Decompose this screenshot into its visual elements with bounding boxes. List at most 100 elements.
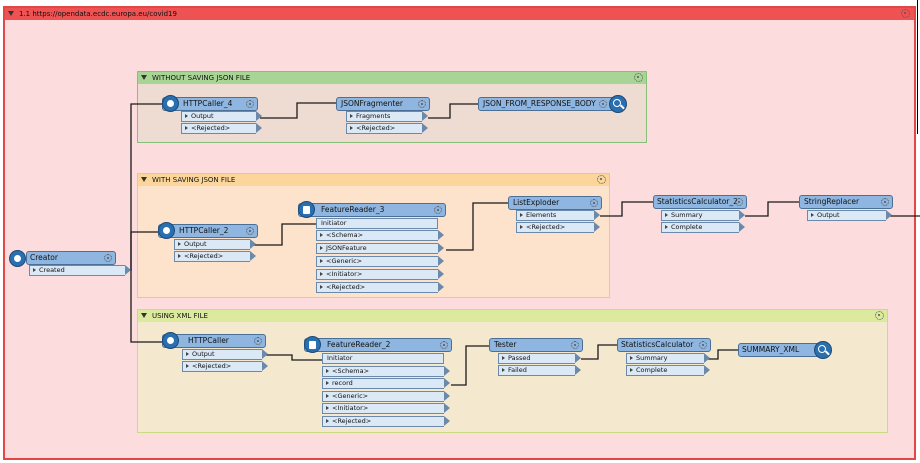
wire-creator-httpcaller bbox=[127, 269, 162, 343]
httpcaller-port-output[interactable]: Output bbox=[182, 349, 268, 360]
stringreplacer-gear-icon[interactable] bbox=[881, 198, 889, 206]
json-inspector-header[interactable]: JSON_FROM_RESPONSE_BODY bbox=[478, 97, 618, 111]
httpcaller4-transformer[interactable]: HTTPCaller_4 Output <Rejected> bbox=[162, 95, 262, 137]
statscalc2-gear-icon[interactable] bbox=[735, 198, 743, 206]
stringreplacer-port-output[interactable]: Output bbox=[807, 210, 892, 221]
statscalc-port-summary[interactable]: Summary bbox=[626, 353, 710, 364]
featurereader2-name: FeatureReader_2 bbox=[327, 340, 391, 349]
listexploder-transformer[interactable]: ListExploder Elements <Rejected> bbox=[508, 196, 604, 236]
httpcaller4-header[interactable]: HTTPCaller_4 bbox=[162, 97, 258, 111]
httpcaller4-port-rejected[interactable]: <Rejected> bbox=[181, 123, 262, 134]
creator-header[interactable]: Creator bbox=[26, 251, 116, 265]
jsonfragmenter-transformer[interactable]: JSONFragmenter Fragments <Rejected> bbox=[336, 97, 432, 137]
httpcaller-port-rejected[interactable]: <Rejected> bbox=[182, 361, 268, 372]
httpcaller4-gear-icon[interactable] bbox=[246, 100, 254, 108]
featurereader2-transformer[interactable]: FeatureReader_2 Initiator <Schema> recor… bbox=[304, 336, 454, 430]
featurereader2-gear-icon[interactable] bbox=[440, 341, 448, 349]
featurereader3-gear-icon[interactable] bbox=[434, 206, 442, 214]
bookmark-xml-gear-icon[interactable] bbox=[875, 311, 884, 320]
jsonfragmenter-gear-icon[interactable] bbox=[418, 100, 426, 108]
reader-icon bbox=[298, 201, 315, 218]
collapse-arrow-icon[interactable] bbox=[141, 313, 147, 318]
statscalc2-header[interactable]: StatisticsCalculator_2 bbox=[653, 195, 747, 209]
summary-inspector[interactable]: SUMMARY_XML bbox=[738, 340, 838, 362]
statscalc-port-complete[interactable]: Complete bbox=[626, 365, 710, 376]
featurereader3-port-generic[interactable]: <Generic> bbox=[316, 256, 444, 267]
bookmark-with-title: WITH SAVING JSON FILE bbox=[152, 176, 236, 184]
stringreplacer-header[interactable]: StringReplacer bbox=[799, 195, 893, 209]
listexploder-header[interactable]: ListExploder bbox=[508, 196, 602, 210]
bookmark-with-titlebar[interactable]: WITH SAVING JSON FILE bbox=[138, 174, 609, 186]
creator-port-created[interactable]: Created bbox=[29, 265, 131, 276]
json-inspector-gear-icon[interactable] bbox=[599, 100, 607, 108]
featurereader3-port-initiator-out[interactable]: <Initiator> bbox=[316, 269, 444, 280]
statscalc2-port-summary[interactable]: Summary bbox=[661, 210, 745, 221]
creator-gear-icon[interactable] bbox=[104, 254, 112, 262]
jsonfragmenter-port-fragments[interactable]: Fragments bbox=[346, 111, 428, 122]
httpcaller-transformer[interactable]: HTTPCaller Output <Rejected> bbox=[162, 332, 268, 374]
listexploder-port-rejected[interactable]: <Rejected> bbox=[516, 222, 600, 233]
statscalc-name: StatisticsCalculator bbox=[621, 340, 694, 349]
jsonfragmenter-header[interactable]: JSONFragmenter bbox=[336, 97, 430, 111]
featurereader2-port-rejected[interactable]: <Rejected> bbox=[322, 416, 450, 427]
httpcaller2-transformer[interactable]: HTTPCaller_2 Output <Rejected> bbox=[158, 222, 258, 264]
featurereader3-transformer[interactable]: FeatureReader_3 Initiator <Schema> JSONF… bbox=[298, 201, 448, 295]
httpcaller2-name: HTTPCaller_2 bbox=[179, 226, 229, 235]
stringreplacer-transformer[interactable]: StringReplacer Output bbox=[799, 195, 895, 223]
featurereader2-port-record[interactable]: record bbox=[322, 378, 450, 389]
bookmark-without-gear-icon[interactable] bbox=[634, 73, 643, 82]
featurereader3-name: FeatureReader_3 bbox=[321, 205, 385, 214]
featurereader3-port-rejected[interactable]: <Rejected> bbox=[316, 282, 444, 293]
listexploder-name: ListExploder bbox=[513, 198, 560, 207]
wire-featurereader3-listexploder bbox=[446, 202, 508, 251]
httpcaller2-port-rejected[interactable]: <Rejected> bbox=[174, 251, 256, 262]
statscalc2-transformer[interactable]: StatisticsCalculator_2 Summary Complete bbox=[653, 195, 749, 235]
bookmark-xml-titlebar[interactable]: USING XML FILE bbox=[138, 310, 887, 322]
tester-gear-icon[interactable] bbox=[571, 341, 579, 349]
featurereader2-header[interactable]: FeatureReader_2 bbox=[304, 338, 452, 352]
bookmark-with-gear-icon[interactable] bbox=[597, 175, 606, 184]
collapse-arrow-icon[interactable] bbox=[141, 75, 147, 80]
featurereader2-port-generic[interactable]: <Generic> bbox=[322, 391, 450, 402]
tester-transformer[interactable]: Tester Passed Failed bbox=[489, 338, 585, 378]
statscalc2-port-complete[interactable]: Complete bbox=[661, 222, 745, 233]
featurereader2-port-initiator-out[interactable]: <Initiator> bbox=[322, 403, 450, 414]
listexploder-port-elements[interactable]: Elements bbox=[516, 210, 600, 221]
inspector-icon[interactable] bbox=[609, 95, 627, 113]
httpcaller-header[interactable]: HTTPCaller bbox=[162, 334, 266, 348]
summary-inspector-header[interactable]: SUMMARY_XML bbox=[738, 343, 826, 357]
httpcaller2-port-output[interactable]: Output bbox=[174, 239, 256, 250]
featurereader3-header[interactable]: FeatureReader_3 bbox=[298, 203, 446, 217]
bookmark-without-titlebar[interactable]: WITHOUT SAVING JSON FILE bbox=[138, 72, 646, 84]
summary-inspector-name: SUMMARY_XML bbox=[742, 345, 800, 354]
jsonfragmenter-port-rejected[interactable]: <Rejected> bbox=[346, 123, 428, 134]
bookmark-main-gear-icon[interactable] bbox=[901, 9, 910, 18]
reader-icon bbox=[304, 336, 321, 353]
http-icon bbox=[162, 332, 179, 349]
statscalc-transformer[interactable]: StatisticsCalculator Summary Complete bbox=[617, 338, 713, 378]
collapse-arrow-icon[interactable] bbox=[8, 11, 14, 16]
httpcaller-gear-icon[interactable] bbox=[254, 337, 262, 345]
httpcaller2-gear-icon[interactable] bbox=[246, 227, 254, 235]
tester-header[interactable]: Tester bbox=[489, 338, 583, 352]
wire-featurereader2-tester bbox=[451, 345, 489, 386]
bookmark-main-titlebar[interactable]: 1.1 https://opendata.ecdc.europa.eu/covi… bbox=[5, 8, 914, 20]
collapse-arrow-icon[interactable] bbox=[141, 177, 147, 182]
featurereader3-port-initiator[interactable]: Initiator bbox=[316, 218, 438, 229]
featurereader2-port-schema[interactable]: <Schema> bbox=[322, 366, 450, 377]
statscalc-gear-icon[interactable] bbox=[699, 341, 707, 349]
tester-port-failed[interactable]: Failed bbox=[498, 365, 581, 376]
json-inspector[interactable]: JSON_FROM_RESPONSE_BODY bbox=[478, 94, 630, 116]
wire-tester-statscalc bbox=[581, 344, 617, 360]
featurereader3-port-jsonfeature[interactable]: JSONFeature bbox=[316, 243, 444, 254]
statscalc-header[interactable]: StatisticsCalculator bbox=[617, 338, 711, 352]
tester-port-passed[interactable]: Passed bbox=[498, 353, 581, 364]
creator-transformer[interactable]: Creator Created bbox=[9, 250, 131, 281]
listexploder-gear-icon[interactable] bbox=[590, 199, 598, 207]
inspector-icon[interactable] bbox=[814, 341, 832, 359]
featurereader2-port-initiator[interactable]: Initiator bbox=[322, 353, 444, 364]
featurereader3-port-schema[interactable]: <Schema> bbox=[316, 230, 444, 241]
httpcaller4-port-output[interactable]: Output bbox=[181, 111, 262, 122]
